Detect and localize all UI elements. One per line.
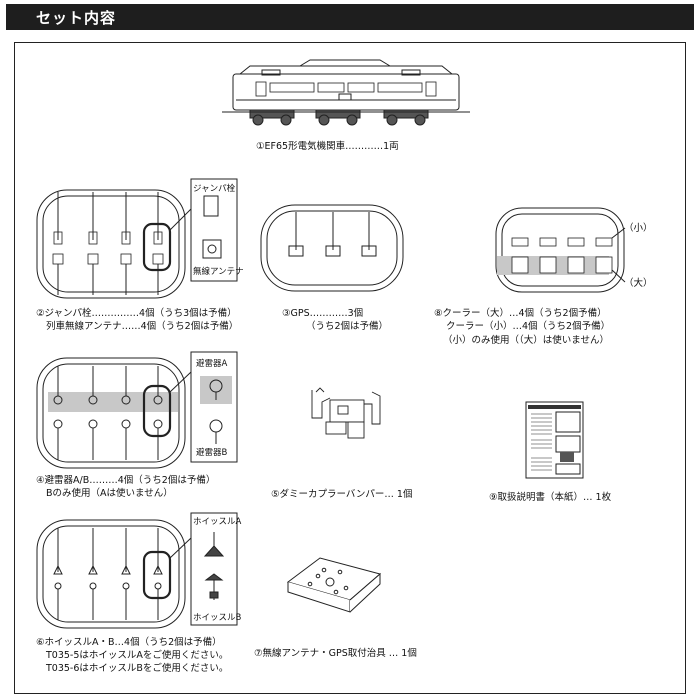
- whistle-caption-line2: T035-5はホイッスルAをご使用ください。: [46, 650, 229, 661]
- jumper-caption-line1: ②ジャンパ栓……………4個（うち3個は予備）: [36, 308, 237, 319]
- arrester-caption-line2: Bのみ使用（Aは使いません）: [46, 488, 173, 499]
- cooler-large-tag: （大）: [624, 278, 653, 289]
- locomotive-illustration: [222, 59, 470, 126]
- gps-caption-line2: （うち2個は予備）: [306, 321, 389, 332]
- jig-caption: ⑦無線アンテナ・GPS取付治具 … 1個: [254, 648, 417, 659]
- cooler-caption-line1: ⑧クーラー（大）…4個（うち2個予備）: [434, 308, 607, 319]
- jumper-caption-line2: 列車無線アンテナ……4個（うち2個は予備）: [46, 321, 239, 332]
- antenna-callout-label: 無線アンテナ: [193, 267, 244, 277]
- cooler-caption-line3: （小）のみ使用（（大）は使いません）: [443, 335, 609, 346]
- cooler-caption-line2: クーラー（小）…4個（うち2個予備）: [446, 321, 611, 332]
- jig-illustration: [286, 557, 382, 613]
- arrester-a-callout-label: 避雷器A: [196, 359, 228, 369]
- contents-frame: [14, 42, 686, 694]
- cooler-runner: [495, 207, 626, 293]
- manual-caption: ⑨取扱説明書（本紙）… 1枚: [489, 492, 612, 503]
- jumper-runner: [36, 178, 238, 299]
- whistle-a-callout-label: ホイッスルA: [193, 517, 242, 527]
- arrester-runner: [36, 351, 238, 469]
- arrester-caption-line1: ④避雷器A/B………4個（うち2個は予備）: [36, 475, 216, 486]
- coupler-caption: ⑤ダミーカプラーバンパー… 1個: [271, 489, 413, 500]
- locomotive-caption: ①EF65形電気機関車…………1両: [256, 141, 399, 152]
- manual-illustration: [525, 401, 584, 479]
- section-title: セット内容: [36, 9, 117, 27]
- cooler-small-tag: （小）: [624, 223, 653, 234]
- whistle-runner: [36, 512, 238, 629]
- jumper-callout-label: ジャンパ栓: [193, 184, 236, 194]
- coupler-illustration: [311, 387, 381, 439]
- whistle-b-callout-label: ホイッスルB: [193, 613, 242, 623]
- whistle-caption-line1: ⑥ホイッスルA・B…4個（うち2個は予備）: [36, 637, 222, 648]
- arrester-b-callout-label: 避雷器B: [196, 448, 228, 458]
- section-header: セット内容: [6, 4, 694, 30]
- gps-caption-line1: ③GPS…………3個: [282, 308, 364, 319]
- gps-runner: [260, 204, 404, 292]
- whistle-caption-line3: T035-6はホイッスルBをご使用ください。: [46, 663, 229, 674]
